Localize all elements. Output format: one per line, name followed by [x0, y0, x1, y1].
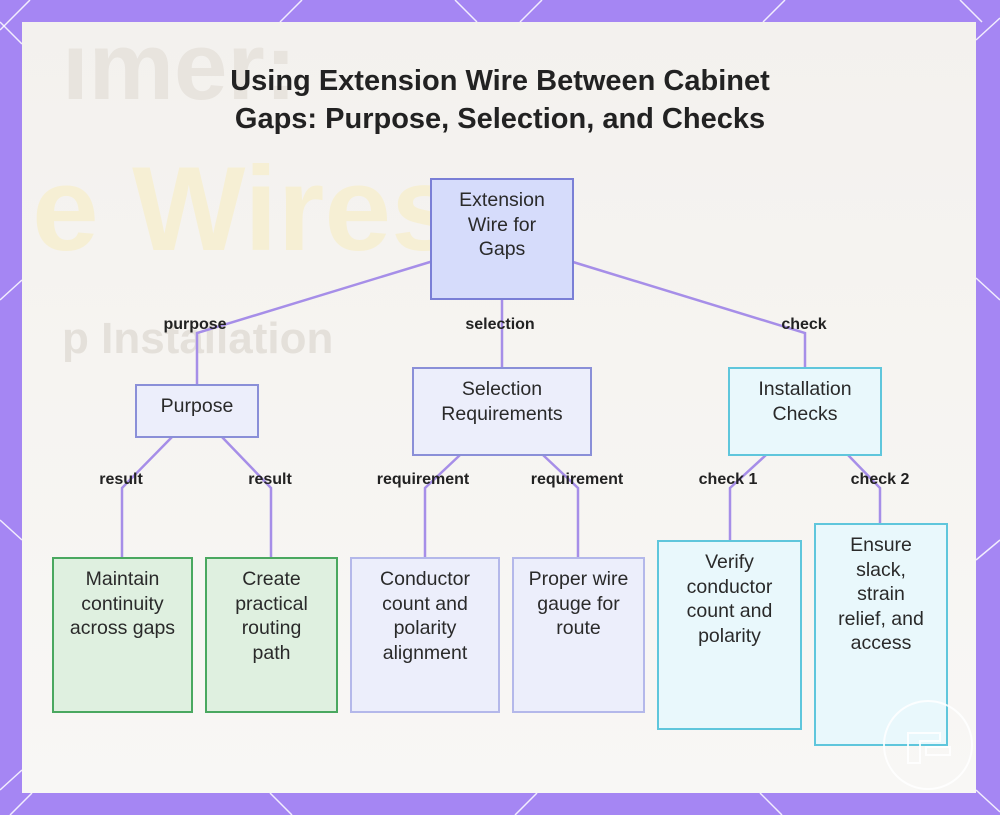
node-maintain-continuity: Maintain continuity across gaps: [52, 557, 193, 713]
node-selection-requirements: Selection Requirements: [412, 367, 592, 456]
edge-label-requirement-1: requirement: [376, 471, 470, 488]
background-text-2: e Wires: [32, 142, 458, 276]
edge-purpose-continuity: [120, 435, 174, 559]
edge-root-purpose: [195, 260, 432, 386]
edge-selection-conductor: [423, 453, 462, 559]
edge-label-check-1: check 1: [698, 471, 758, 488]
diagram-title: Using Extension Wire Between Cabinet Gap…: [0, 62, 1000, 138]
edge-label-check: check: [781, 316, 827, 333]
node-conductor-count: Conductor count and polarity alignment: [350, 557, 500, 713]
title-line-2: Gaps: Purpose, Selection, and Checks: [234, 103, 766, 135]
edge-label-result-2: result: [248, 471, 292, 488]
node-proper-wire-gauge: Proper wire gauge for route: [512, 557, 645, 713]
node-create-routing-path: Create practical routing path: [205, 557, 338, 713]
edge-checks-verify: [728, 453, 768, 542]
node-ensure-slack: Ensure slack, strain relief, and access: [814, 523, 948, 746]
edge-label-purpose: purpose: [163, 316, 227, 333]
node-extension-wire: Extension Wire for Gaps: [430, 178, 574, 300]
background-text-1: ımer:: [62, 22, 297, 120]
node-purpose: Purpose: [135, 384, 259, 438]
title-line-1: Using Extension Wire Between Cabinet: [230, 65, 770, 97]
node-verify-conductor: Verify conductor count and polarity: [657, 540, 802, 730]
edge-label-requirement-2: requirement: [530, 471, 624, 488]
edge-purpose-routing: [220, 435, 273, 559]
edge-label-selection: selection: [465, 316, 535, 333]
edge-root-checks: [571, 260, 807, 369]
edge-label-result-1: result: [99, 471, 143, 488]
edge-label-check-2: check 2: [850, 471, 910, 488]
edge-selection-gauge: [541, 453, 580, 559]
edge-checks-slack: [846, 453, 882, 525]
node-installation-checks: Installation Checks: [728, 367, 882, 456]
watermark-logo-icon: [883, 700, 973, 790]
